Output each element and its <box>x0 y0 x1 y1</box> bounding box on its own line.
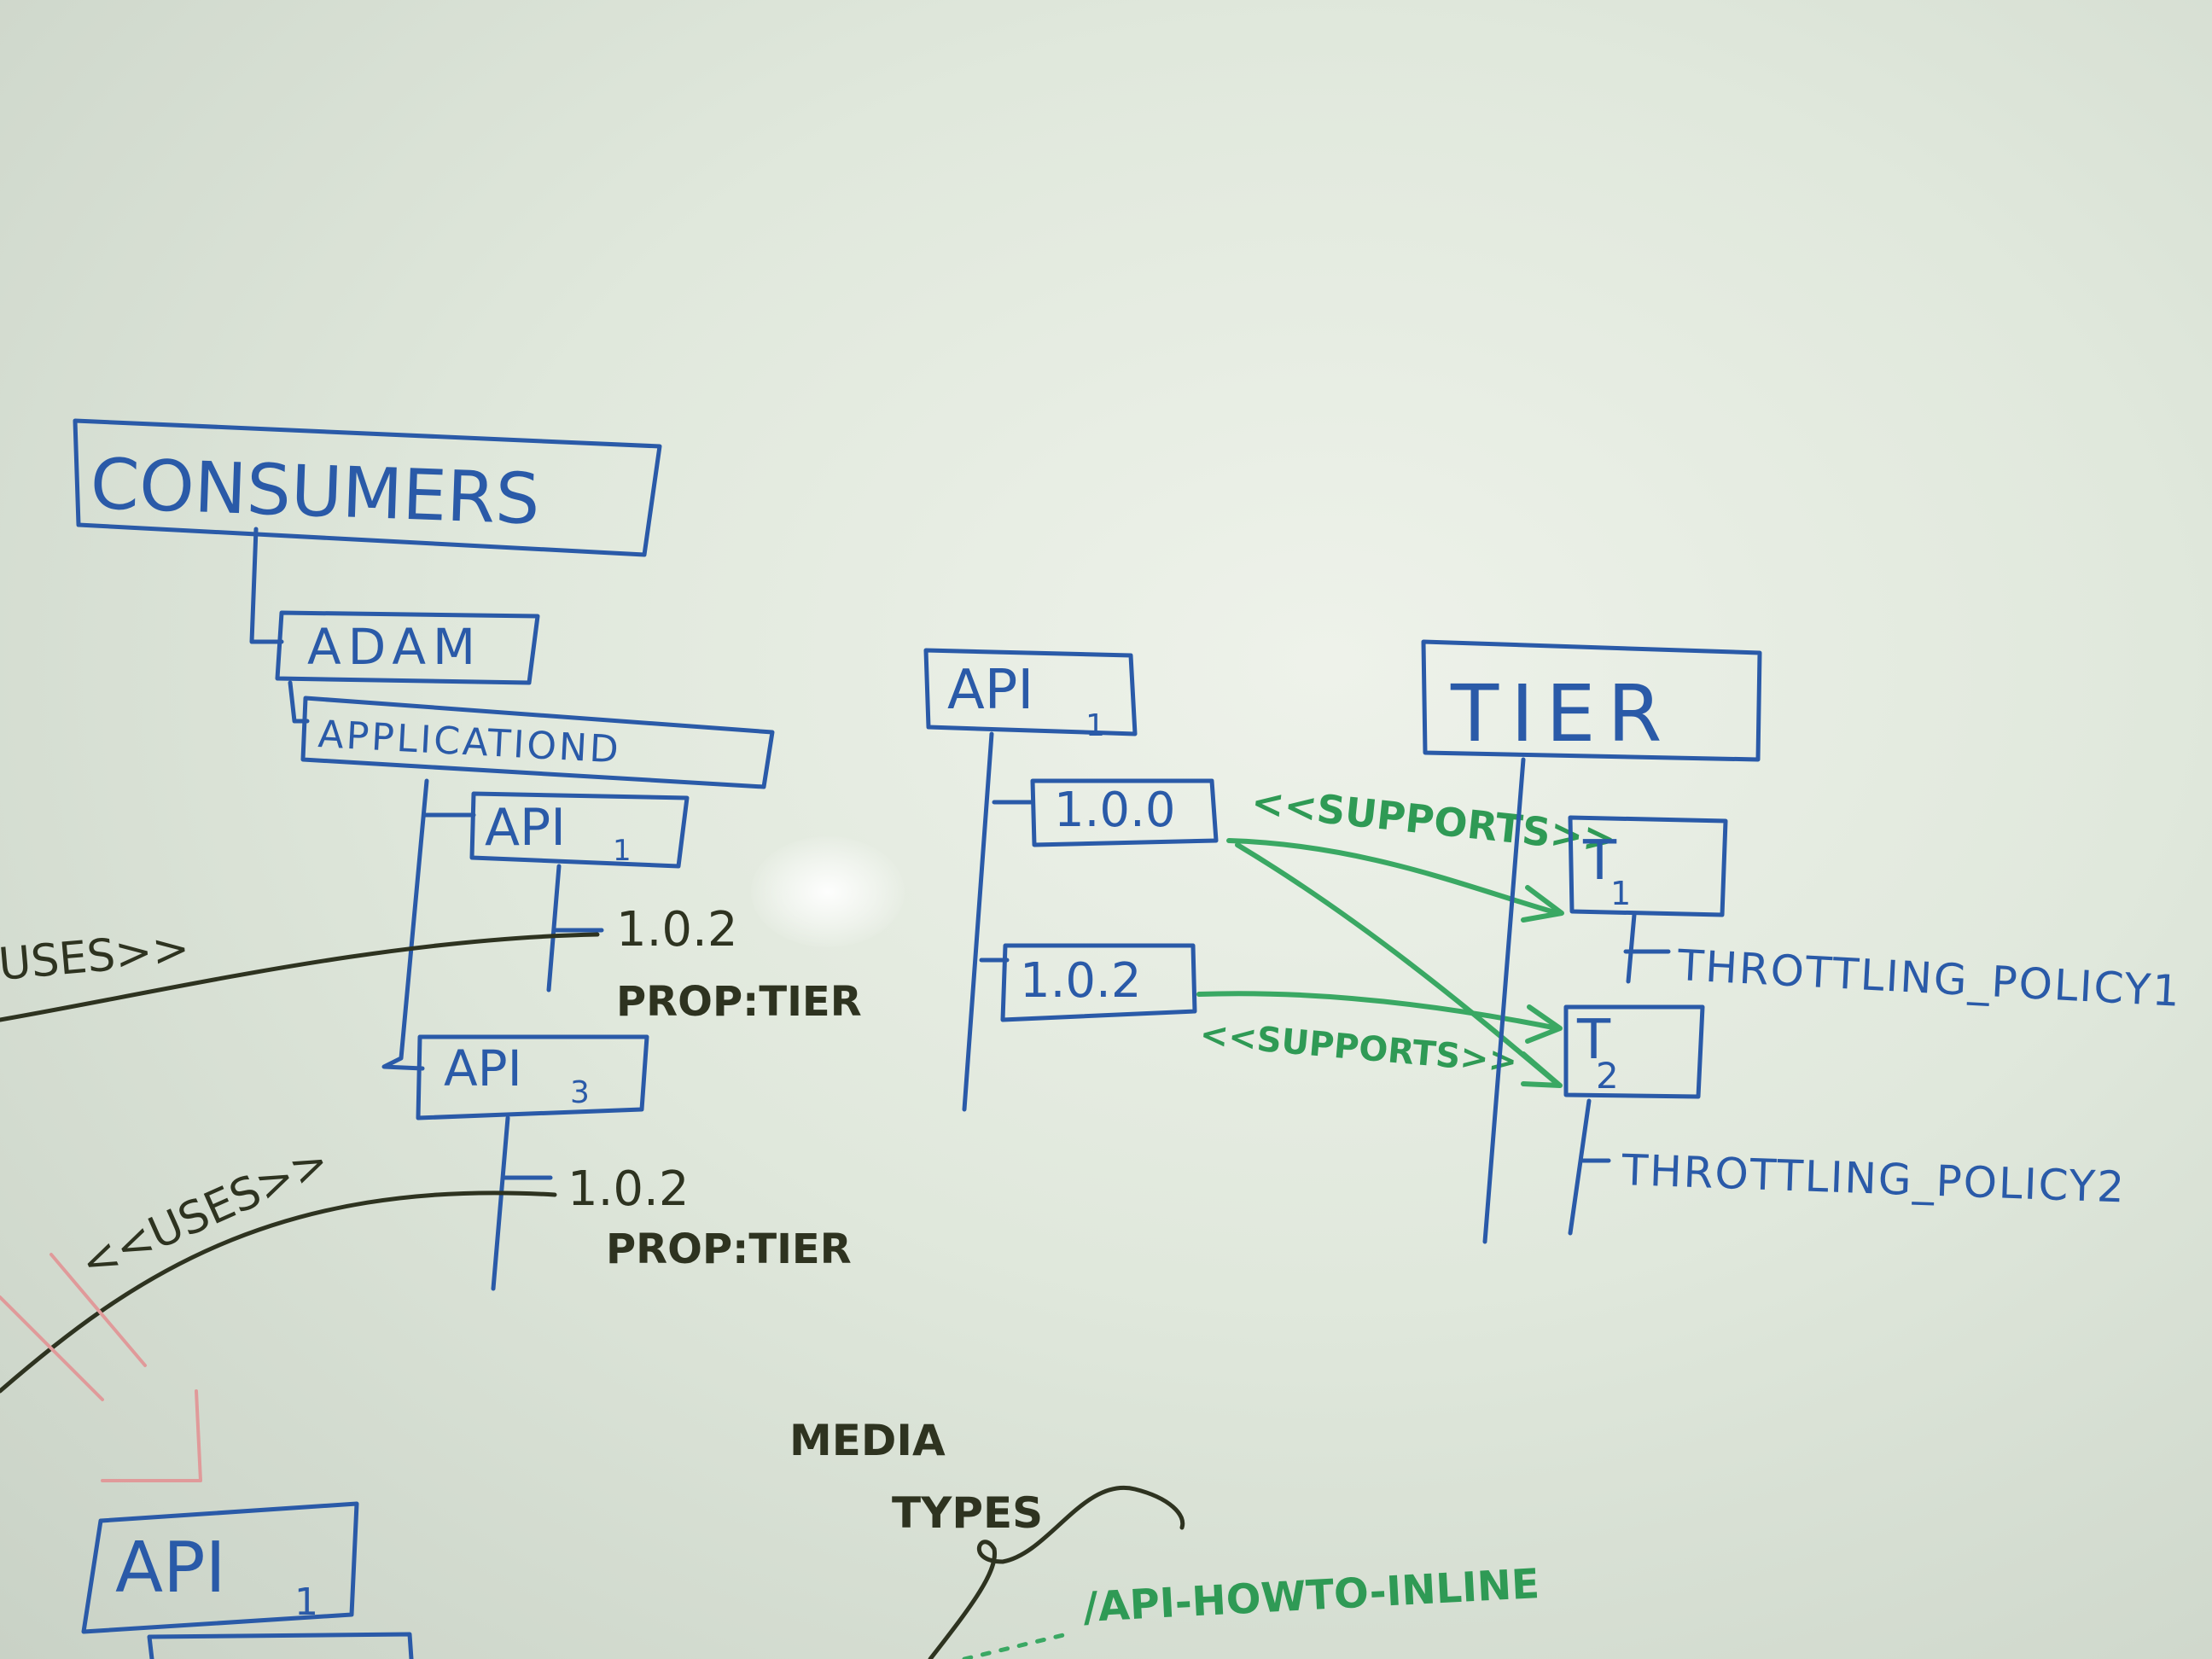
bottom-api-subscript: 1 <box>294 1580 318 1624</box>
t2-policy-branch <box>1568 1098 1611 1236</box>
mid-api-subscript: 1 <box>1086 708 1105 743</box>
connector-consumers-adam <box>249 527 284 644</box>
supports-arrow-100-t1 <box>1226 838 1560 916</box>
mid-api-label: API <box>947 659 1033 722</box>
application-trunk <box>381 778 429 1071</box>
supports-arrows: <<SUPPORTS>> <<SUPPORTS>> <box>1196 778 1618 1088</box>
t1-box <box>1568 815 1728 917</box>
tier-tree: TIER T 1 THROTTLING_POLICY1 T 2 THROTTLI… <box>1421 639 2182 1244</box>
api3-label: API <box>444 1039 522 1097</box>
light-glare <box>751 836 905 947</box>
version-100: 1.0.0 <box>1054 783 1176 838</box>
mid-api-trunk <box>962 731 994 1112</box>
t2-box <box>1563 1004 1705 1099</box>
media-curve <box>928 1485 1185 1659</box>
supports-arrowhead-t1 <box>1521 885 1564 923</box>
api-versions: API 1 1.0.0 1.0.2 <box>923 648 1219 1112</box>
uses-label-a: USES>> <box>0 923 191 991</box>
media-label: MEDIA <box>789 1416 946 1465</box>
api1-label: API <box>485 798 566 858</box>
tier-box <box>1421 639 1762 762</box>
api1-box <box>469 791 690 869</box>
mid-api-box <box>923 648 1138 736</box>
howto-label: /API-HOWTO-INLINE <box>1082 1560 1541 1632</box>
api1-prop: PROP:TIER <box>616 978 862 1026</box>
supports-arrow-102-t2 <box>1196 991 1560 1031</box>
bottom-section: API 1 MEDIA TYPES /API-HOWTO-INLINE <box>81 1416 1541 1659</box>
supports-arrowhead-t2a <box>1521 1051 1563 1088</box>
consumers-label: CONSUMERS <box>89 444 541 540</box>
t1-policy-branch <box>1623 912 1671 984</box>
api3-subscript: 3 <box>570 1075 590 1110</box>
tier-label: TIER <box>1450 668 1674 760</box>
version-102: 1.0.2 <box>1020 953 1142 1009</box>
t2-policy: THROTTLING_POLICY2 <box>1621 1145 2127 1213</box>
consumers-tree: CONSUMERS ADAM APPLICATIOND API 1 1.0.2 … <box>0 418 862 1482</box>
version-102-box <box>1000 943 1197 1022</box>
bottom-api-box <box>81 1501 359 1634</box>
uses-curve-b <box>0 1190 557 1394</box>
red-arrow <box>0 1253 202 1482</box>
api3-version: 1.0.2 <box>568 1161 690 1217</box>
adam-label: ADAM <box>307 618 482 676</box>
version-100-box <box>1030 778 1219 847</box>
api1-version: 1.0.2 <box>616 902 738 958</box>
t1-label: T <box>1582 830 1617 893</box>
tier-trunk <box>1482 757 1526 1244</box>
api3-box <box>416 1034 649 1121</box>
supports-label-a: <<SUPPORTS>> <box>1249 778 1618 863</box>
uses-label-b: <<USES>> <box>73 1135 337 1289</box>
supports-arrowhead-t2b <box>1525 1004 1563 1044</box>
bottom-api-child-box <box>147 1632 414 1659</box>
t1-policy: THROTTLING_POLICY1 <box>1675 940 2182 1016</box>
types-label: TYPES <box>892 1488 1043 1538</box>
api1-version-trunk <box>546 864 562 992</box>
uses-curve-a <box>0 932 600 1022</box>
howto-dots <box>962 1632 1069 1659</box>
api3-version-trunk <box>491 1115 510 1291</box>
application-box <box>300 696 775 789</box>
consumers-box <box>73 418 662 557</box>
t2-subscript: 2 <box>1596 1055 1619 1097</box>
bottom-api-label: API <box>115 1528 226 1609</box>
t1-subscript: 1 <box>1610 875 1631 912</box>
adam-box <box>275 610 540 685</box>
supports-label-b: <<SUPPORTS>> <box>1198 1015 1519 1081</box>
api3-prop: PROP:TIER <box>606 1225 852 1273</box>
t2-label: T <box>1576 1009 1611 1072</box>
api1-subscript: 1 <box>613 834 632 868</box>
